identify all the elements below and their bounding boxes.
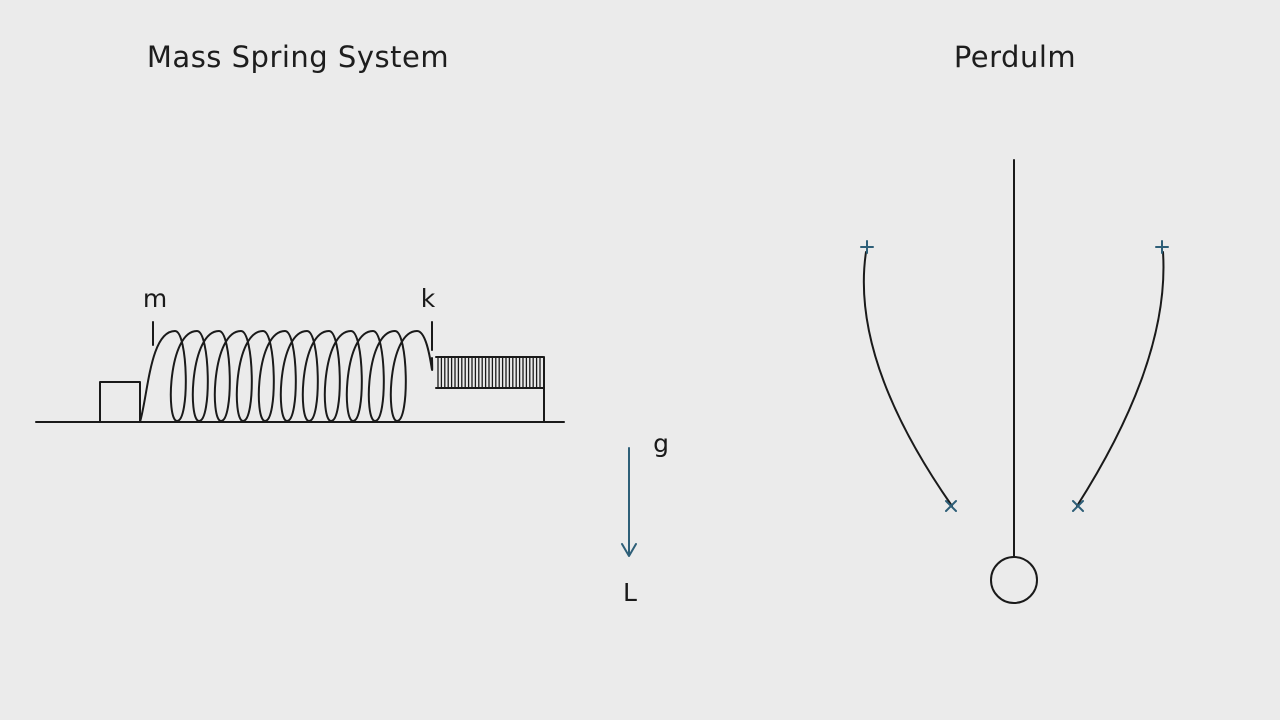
cross-marker-icon — [945, 500, 957, 512]
spring-constant-label: k — [421, 284, 436, 313]
plus-marker-icon — [860, 240, 874, 254]
compressed-spring — [435, 356, 544, 389]
mass-label: m — [143, 284, 167, 313]
cross-marker-icon — [1072, 500, 1084, 512]
length-label: L — [623, 578, 637, 607]
pendulum-bob — [990, 556, 1038, 604]
pendulum: Perdulm — [860, 40, 1169, 604]
plus-marker-icon — [1155, 240, 1169, 254]
gravity-label: g — [653, 429, 669, 458]
mass-spring-title: Mass Spring System — [147, 40, 449, 74]
right-swing-arc — [1076, 251, 1165, 507]
gravity-indicator: g L — [621, 429, 669, 607]
arrow-head-icon — [621, 543, 637, 557]
spring-coil — [139, 330, 434, 423]
pendulum-title: Perdulm — [954, 40, 1076, 74]
left-swing-arc — [862, 251, 953, 507]
mass-block — [99, 381, 141, 423]
mass-spring-system: Mass Spring System m k — [35, 40, 565, 423]
